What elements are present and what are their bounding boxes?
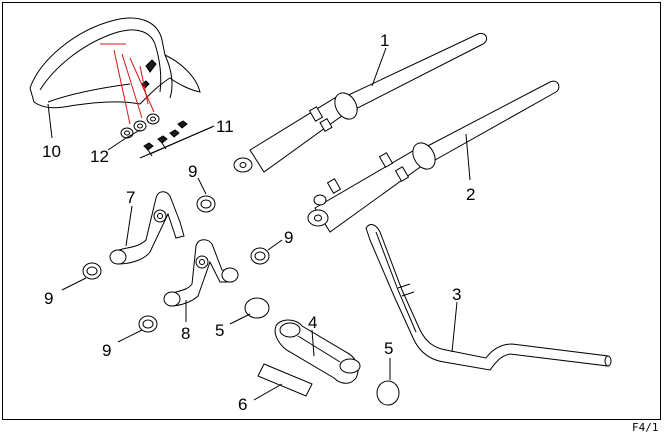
caps-5 (229, 297, 400, 406)
front-fender (29, 17, 201, 139)
fork-leg-2 (307, 80, 560, 233)
red-leaders (100, 43, 155, 125)
leaders-11-12 (107, 125, 215, 159)
callout-9-left: 9 (44, 289, 53, 308)
bushings-9 (61, 177, 283, 343)
pad-6 (253, 363, 313, 401)
callout-9-bottom: 9 (102, 341, 111, 360)
callout-8: 8 (181, 324, 190, 343)
callout-3: 3 (452, 285, 461, 304)
callout-9-top: 9 (188, 162, 197, 181)
bracket-8 (163, 239, 239, 322)
callout-11: 11 (216, 117, 234, 136)
callout-5-cap-left: 5 (215, 321, 224, 340)
callout-4: 4 (308, 313, 317, 332)
bracket-4 (274, 319, 361, 384)
callout-5-cap-right: 5 (384, 339, 393, 358)
callout-2: 2 (466, 185, 475, 204)
callout-7: 7 (126, 188, 135, 207)
callout-labels: 1 2 3 4 5 5 6 7 8 9 9 9 9 10 11 12 (42, 31, 475, 414)
callout-12: 12 (90, 147, 109, 166)
callout-1: 1 (380, 31, 389, 50)
bracket-7 (109, 191, 185, 265)
page-code: F4/1 (632, 421, 659, 434)
callout-9-right: 9 (284, 228, 293, 247)
fork-leg-1 (233, 32, 488, 173)
fender-hardware (120, 113, 188, 157)
callout-10: 10 (42, 142, 61, 161)
handlebar (365, 224, 612, 371)
diagram-frame (2, 2, 661, 420)
callout-6: 6 (238, 395, 247, 414)
